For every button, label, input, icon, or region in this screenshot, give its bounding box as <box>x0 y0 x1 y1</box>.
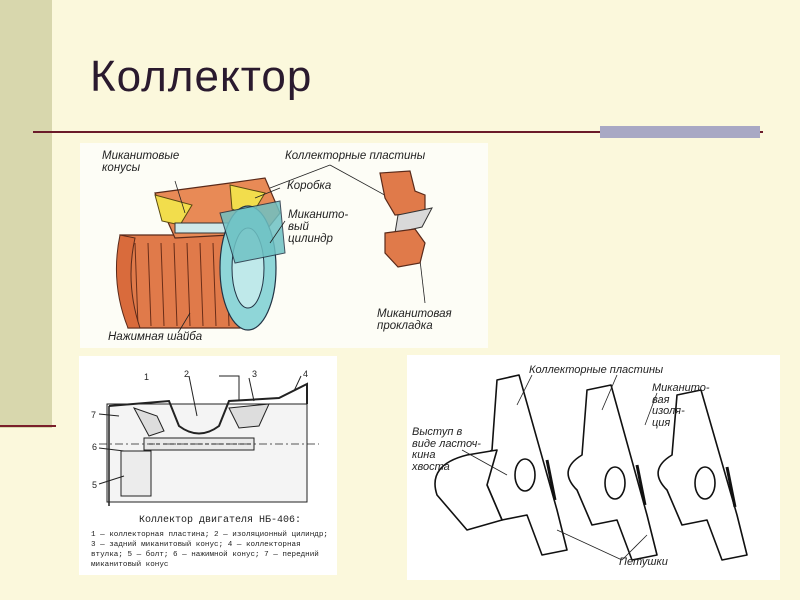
label-dovetail: Выступ в виде ласточ- кина хвоста <box>412 426 481 473</box>
nb406-section-drawing <box>98 375 319 506</box>
collector-plates-drawing <box>434 374 748 561</box>
label-collector-plates-2: Коллекторные пластины <box>529 364 664 376</box>
label-collector-plates-1: Коллекторные пластины <box>285 150 426 162</box>
collector-cutaway-drawing <box>115 164 433 334</box>
label-pressure-washer: Нажимная шайба <box>108 331 203 343</box>
slide-accent-rule <box>0 425 56 427</box>
slide-title: Коллектор <box>90 52 313 101</box>
label-micanite-cones: Миканитовые конусы <box>102 150 180 175</box>
part-number-6: 6 <box>92 442 98 452</box>
figure2-caption-title: Коллектор двигателя НБ-406: <box>139 515 302 526</box>
label-micanite-cylinder: Миканито- вый цилиндр <box>288 209 349 246</box>
part-number-2: 2 <box>184 369 190 379</box>
label-micanite-gasket: Миканитовая прокладка <box>377 308 452 333</box>
label-box: Коробка <box>287 180 332 192</box>
part-number-4: 4 <box>303 369 309 379</box>
title-divider-line <box>33 131 763 133</box>
label-risers: Петушки <box>619 556 668 568</box>
part-number-7: 7 <box>91 410 97 420</box>
title-divider-block <box>600 126 760 138</box>
figure2-caption-text: 1 — коллекторная пластина; 2 — изоляцион… <box>91 531 328 569</box>
collector-plates-figure: Коллекторные пластины Миканито- вая изол… <box>407 355 780 580</box>
nb406-section-figure: 1 2 3 4 5 6 7 Коллектор двигателя НБ-406… <box>79 356 337 575</box>
part-number-1: 1 <box>144 372 150 382</box>
label-micanite-insulation: Миканито- вая изоля- ция <box>652 382 710 429</box>
slide-accent-bar <box>0 0 52 428</box>
part-number-5: 5 <box>92 480 98 490</box>
collector-cutaway-figure: Миканитовые конусы Коллекторные пластины… <box>80 143 488 348</box>
part-number-3: 3 <box>252 369 258 379</box>
